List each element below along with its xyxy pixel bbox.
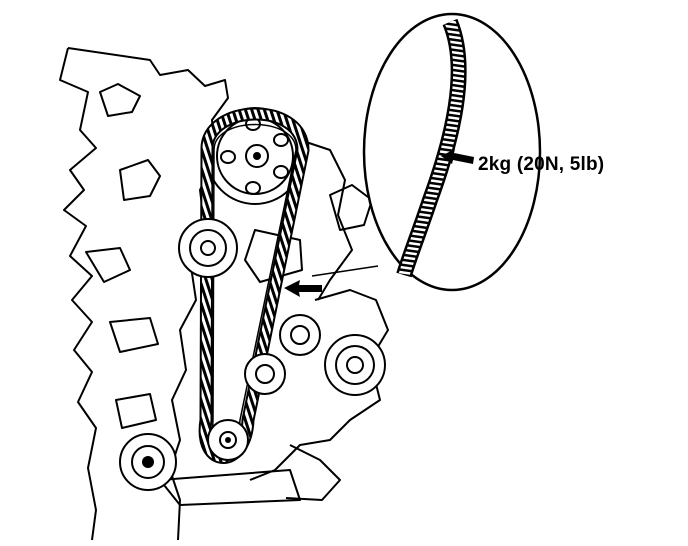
arrow-left-icon <box>284 280 322 297</box>
camshaft-sprocket <box>206 107 304 205</box>
water-pump-pulley <box>279 314 386 396</box>
belt-press-arrow-icon <box>441 149 474 164</box>
tension-force-label: 2kg (20N, 5lb) <box>478 154 605 175</box>
lower-pulleys <box>119 353 286 491</box>
tensioner-pulley <box>178 218 238 278</box>
zoom-circle-icon <box>311 12 542 292</box>
crankshaft-sprocket <box>207 419 249 461</box>
